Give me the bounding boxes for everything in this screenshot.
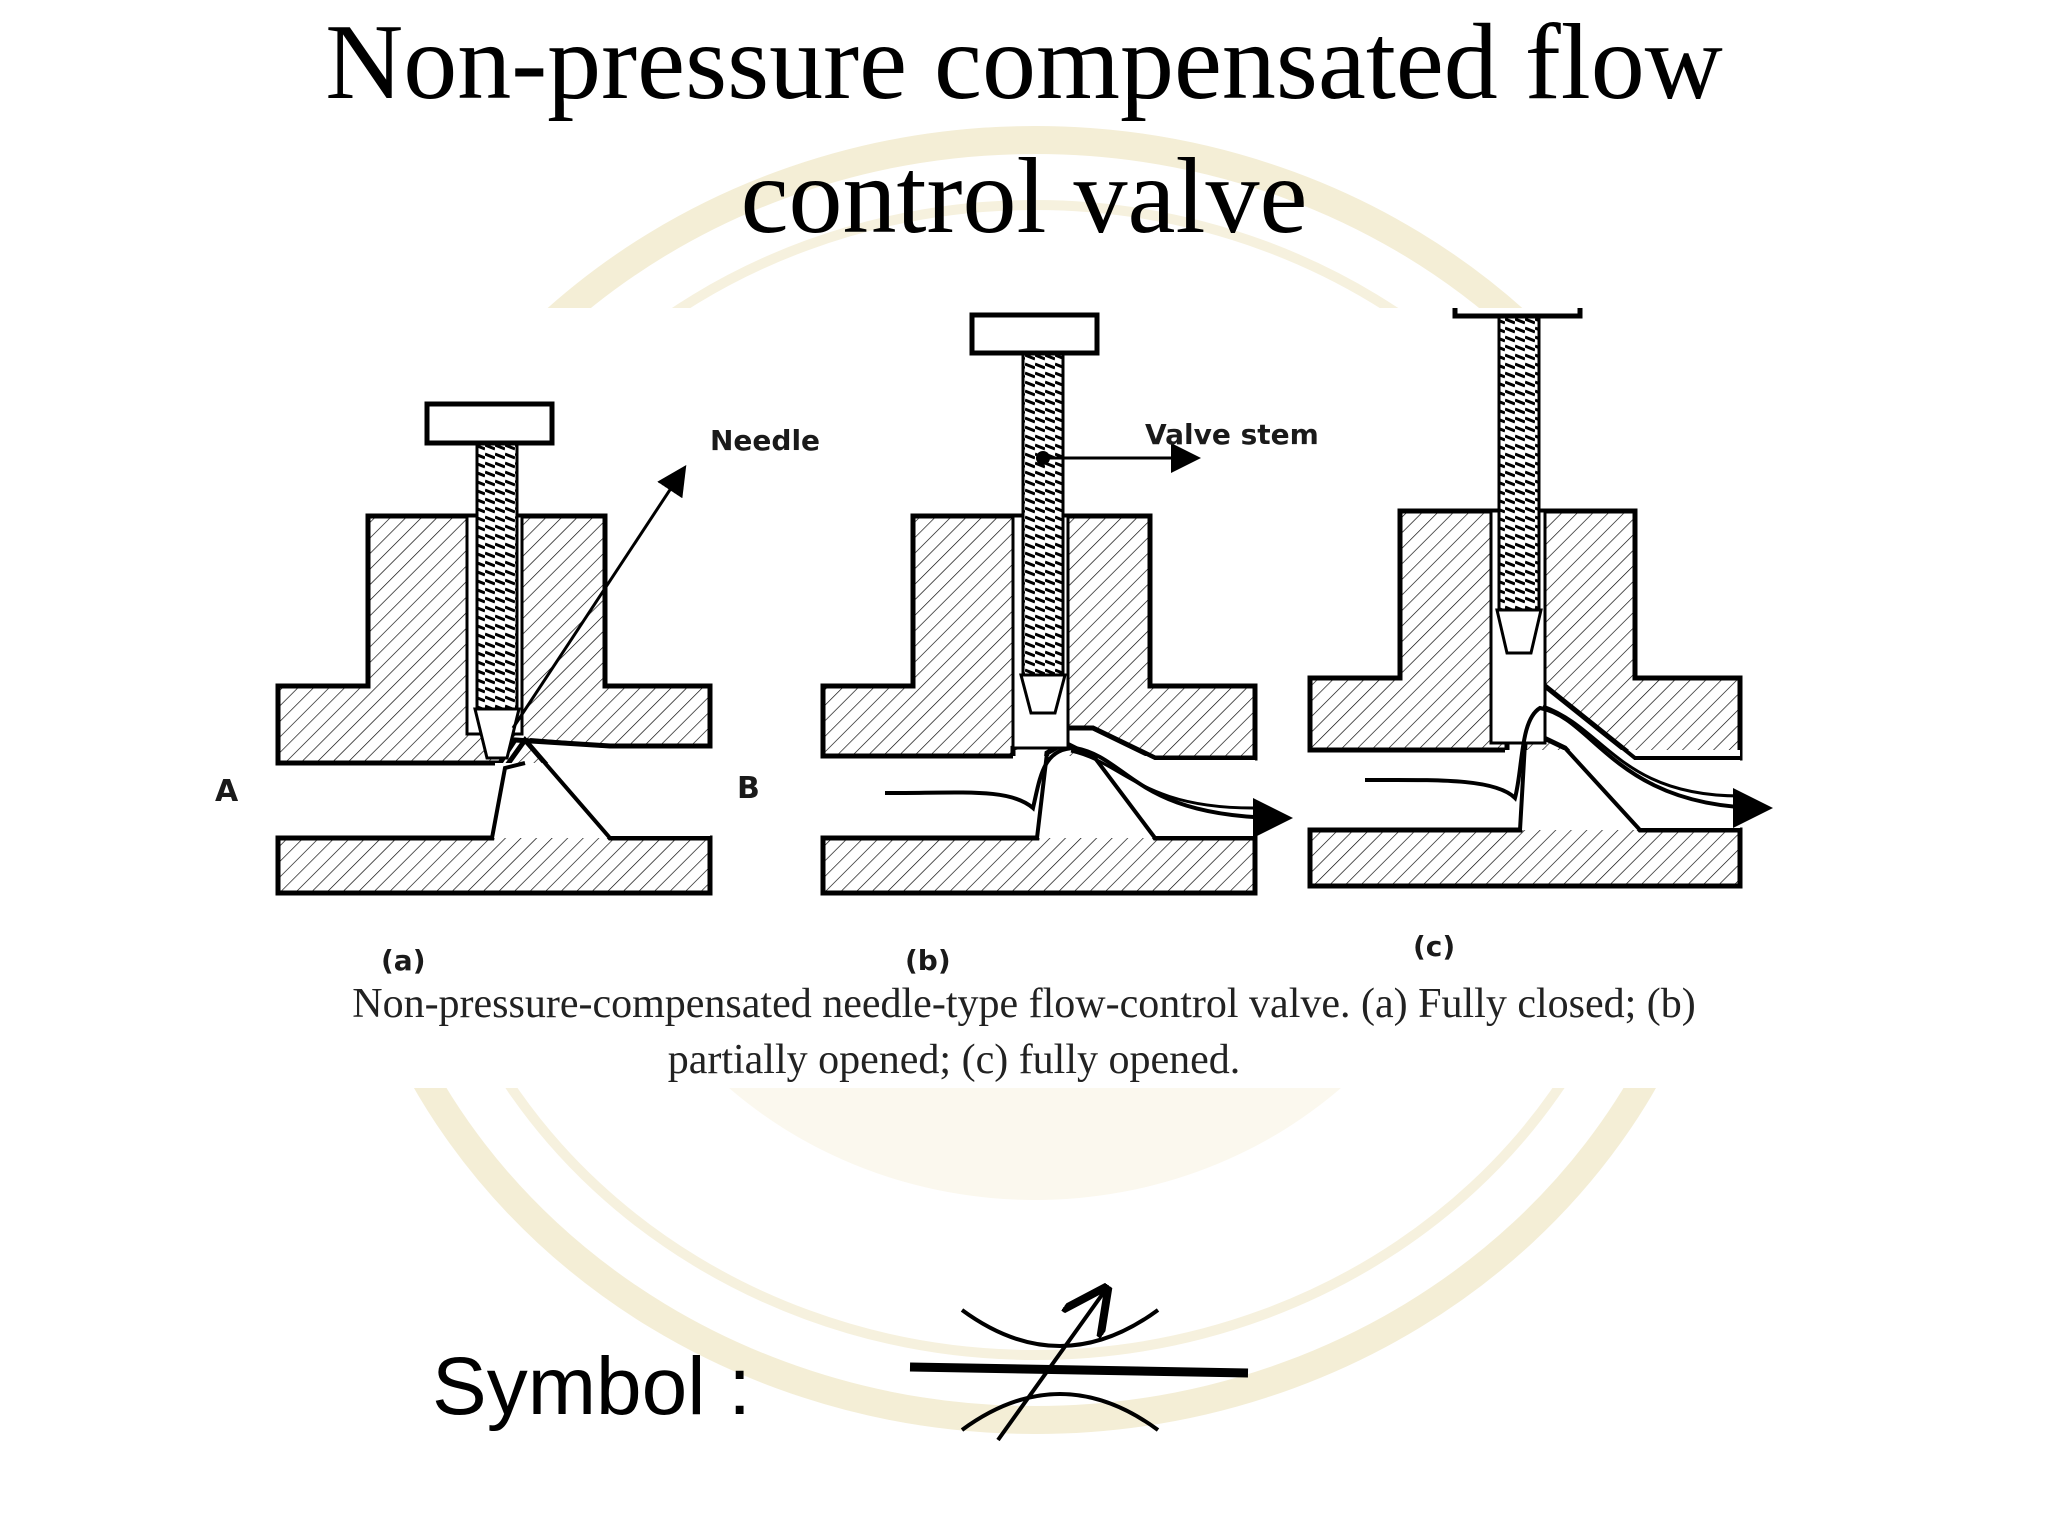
valve-stem-callout-label: Valve stem [1145, 418, 1319, 451]
figure-caption-line1: Non-pressure-compensated needle-type flo… [352, 981, 1696, 1027]
valve-stem-c [1497, 308, 1541, 612]
symbol-label: Symbol : [432, 1341, 751, 1432]
flow-arrow-c [1364, 705, 1773, 828]
figure-caption-line2: partially opened; (c) fully opened. [667, 1037, 1241, 1083]
needle-callout-label: Needle [710, 424, 821, 457]
flow-control-symbol-icon [909, 1270, 1249, 1442]
port-b-label: B [737, 771, 760, 806]
flow-arrow-b [884, 745, 1293, 838]
valve-diagram [275, 308, 1773, 896]
needle-a [473, 707, 521, 760]
valve-panel-b [820, 312, 1293, 896]
panel-label-c: (c) [1413, 930, 1456, 963]
needle-b [1019, 673, 1067, 715]
handle-knob-c [1452, 308, 1583, 319]
needle-c [1495, 608, 1543, 655]
panel-label-b: (b) [905, 944, 951, 977]
valve-panel-a [275, 401, 713, 896]
handle-knob-b [969, 312, 1100, 356]
handle-knob-a [424, 401, 555, 446]
panel-label-a: (a) [381, 944, 426, 977]
slide-title-line2: control valve [740, 137, 1308, 256]
valve-stem-b [1021, 351, 1065, 677]
valve-stem-a [475, 441, 519, 711]
needle-callout-line [511, 464, 687, 729]
slide-title-line1: Non-pressure compensated flow [325, 3, 1723, 122]
port-a-label: A [215, 774, 239, 809]
figure-panel: Needle Valve stem A B (a) (b) (c) [195, 308, 1915, 1088]
valve-panel-c [1307, 308, 1773, 889]
